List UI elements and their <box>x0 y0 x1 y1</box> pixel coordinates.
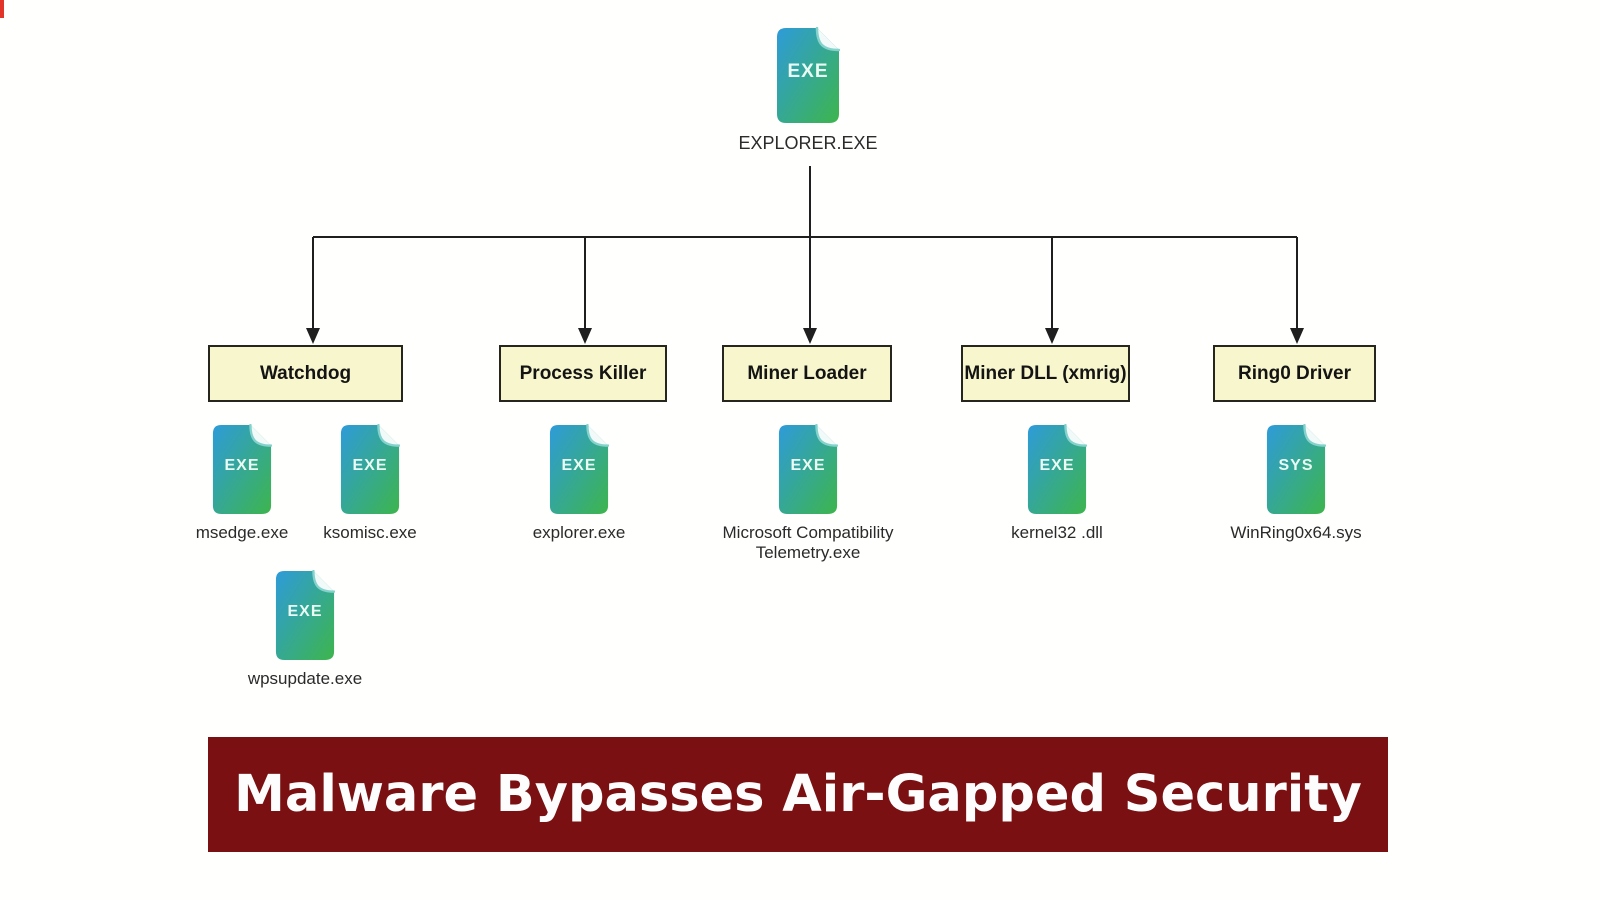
file-type-badge: EXE <box>1039 456 1075 474</box>
branch-arrow-miner-dll <box>1045 237 1059 344</box>
file-node-kernel32: EXE kernel32 .dll <box>957 424 1157 543</box>
root-connector <box>313 166 1297 238</box>
file-name-label: ksomisc.exe <box>323 523 417 542</box>
file-node-winring0: SYS WinRing0x64.sys <box>1196 424 1396 543</box>
exe-file-icon: EXE <box>275 570 335 661</box>
root-process-node: EXE EXPLORER.EXE <box>708 27 908 153</box>
group-box-process-killer: Process Killer <box>499 345 667 402</box>
exe-file-icon: EXE <box>776 27 840 124</box>
exe-file-icon: EXE <box>212 424 272 515</box>
file-name-label: msedge.exe <box>195 523 289 542</box>
file-type-badge: EXE <box>352 456 388 474</box>
corner-red-mark <box>0 0 4 18</box>
title-banner: Malware Bypasses Air-Gapped Security <box>208 737 1388 852</box>
group-box-miner-loader: Miner Loader <box>722 345 892 402</box>
file-type-badge: EXE <box>561 456 597 474</box>
exe-file-icon: EXE <box>778 424 838 515</box>
file-name-label: explorer.exe <box>532 523 626 542</box>
branch-arrow-process-killer <box>578 237 592 344</box>
file-name-label: Microsoft Compatibility Telemetry.exe <box>722 523 894 562</box>
root-process-label: EXPLORER.EXE <box>738 133 878 153</box>
file-node-ksomisc: EXE ksomisc.exe <box>270 424 470 543</box>
sys-file-icon: SYS <box>1266 424 1326 515</box>
file-type-badge: EXE <box>787 60 829 82</box>
file-node-msedge: EXE msedge.exe <box>142 424 342 543</box>
file-name-label: wpsupdate.exe <box>247 669 363 688</box>
branch-arrow-watchdog <box>306 237 320 344</box>
group-box-ring0-driver: Ring0 Driver <box>1213 345 1376 402</box>
banner-title: Malware Bypasses Air-Gapped Security <box>234 765 1362 824</box>
file-node-telemetry: EXE Microsoft Compatibility Telemetry.ex… <box>708 424 908 563</box>
group-box-miner-dll: Miner DLL (xmrig) <box>961 345 1130 402</box>
exe-file-icon: EXE <box>340 424 400 515</box>
exe-file-icon: EXE <box>549 424 609 515</box>
file-name-label: kernel32 .dll <box>1011 523 1103 542</box>
file-name-label: WinRing0x64.sys <box>1230 523 1362 542</box>
branch-arrow-miner-loader <box>803 237 817 344</box>
file-type-badge: EXE <box>224 456 260 474</box>
file-node-explorer: EXE explorer.exe <box>479 424 679 543</box>
file-type-badge: EXE <box>790 456 826 474</box>
branch-arrow-ring0-driver <box>1290 237 1304 344</box>
exe-file-icon: EXE <box>1027 424 1087 515</box>
group-box-watchdog: Watchdog <box>208 345 403 402</box>
file-type-badge: SYS <box>1278 456 1314 474</box>
file-node-wpsupdate: EXE wpsupdate.exe <box>205 570 405 689</box>
file-type-badge: EXE <box>287 602 323 620</box>
